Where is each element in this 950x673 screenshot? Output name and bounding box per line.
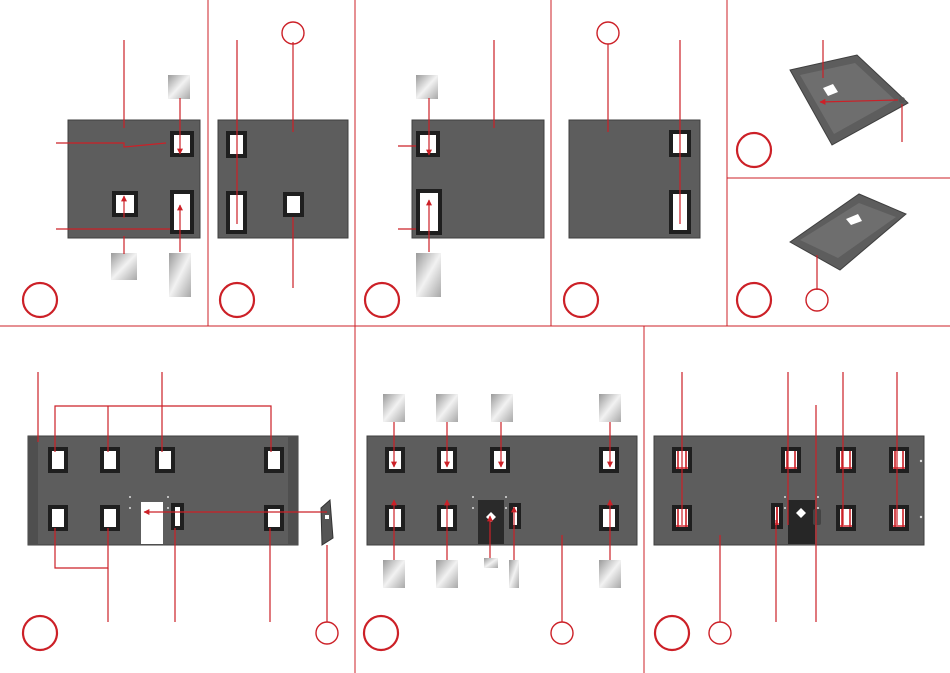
wall-pin <box>817 507 819 509</box>
wall-pin <box>920 516 922 518</box>
door-panel-icon <box>788 500 815 544</box>
part-circle-icon <box>282 22 304 44</box>
glazing-pane-icon <box>436 394 458 422</box>
step-circle-icon <box>655 616 689 650</box>
window-glass <box>159 451 171 469</box>
wall-pin <box>784 496 786 498</box>
glazing-pane-icon <box>436 560 458 588</box>
glazing-pane-icon <box>509 560 519 588</box>
door-panel-window <box>325 515 329 519</box>
wall-pin <box>505 507 507 509</box>
window-glass <box>287 196 300 213</box>
window-glass <box>52 451 64 469</box>
part-circle-icon <box>709 622 731 644</box>
small-part-icon <box>899 97 905 103</box>
glazing-pane-icon <box>491 394 513 422</box>
window-glass <box>268 451 280 469</box>
glazing-pane-icon <box>599 394 621 422</box>
glazing-pane-icon <box>416 75 438 99</box>
glazing-pane-icon <box>416 253 441 297</box>
step-circle-icon <box>564 283 598 317</box>
wall-pillar <box>288 436 298 545</box>
wall-pin <box>129 496 131 498</box>
part-circle-icon <box>551 622 573 644</box>
glazing-pane-icon <box>484 558 498 568</box>
step-circle-icon <box>23 616 57 650</box>
window-glass <box>174 135 190 153</box>
wall-pin <box>505 496 507 498</box>
glazing-pane-icon <box>111 253 137 280</box>
glazing-pane-icon <box>383 560 405 588</box>
part-circle-icon <box>316 622 338 644</box>
window-glass <box>420 135 436 153</box>
window-glass <box>116 195 134 213</box>
wall-pin <box>167 507 169 509</box>
step-circle-icon <box>737 283 771 317</box>
step-circle-icon <box>220 283 254 317</box>
window-glass <box>104 451 116 469</box>
window-glass <box>104 509 116 527</box>
window-glass <box>389 451 401 469</box>
wall-pin <box>129 507 131 509</box>
step-circle-icon <box>737 133 771 167</box>
wall-pin <box>472 496 474 498</box>
step-circle-icon <box>23 283 57 317</box>
wall-pin <box>920 460 922 462</box>
window-glass <box>174 194 190 230</box>
door-opening <box>141 502 163 544</box>
door-hinge <box>813 509 821 525</box>
step-circle-icon <box>364 616 398 650</box>
glazing-pane-icon <box>168 75 190 99</box>
callout-circles <box>23 22 828 650</box>
step-circle-icon <box>365 283 399 317</box>
door-panel-icon <box>321 500 333 545</box>
glazing-pane-icon <box>169 253 191 297</box>
wall-pin <box>472 507 474 509</box>
wall-pillar <box>28 436 38 545</box>
wall-panels <box>28 55 924 545</box>
window-glass <box>175 507 180 526</box>
window-glass <box>603 509 615 527</box>
part-circle-icon <box>806 289 828 311</box>
window-glass <box>603 451 615 469</box>
wall-pin <box>817 496 819 498</box>
window-glass <box>52 509 64 527</box>
part-circle-icon <box>597 22 619 44</box>
window-glass <box>494 451 506 469</box>
window-glass <box>389 509 401 527</box>
wall-pin <box>784 507 786 509</box>
wall-pin <box>167 496 169 498</box>
glazing-pane-icon <box>599 560 621 588</box>
base-plate-top <box>800 63 895 134</box>
glazing-pane-icon <box>383 394 405 422</box>
